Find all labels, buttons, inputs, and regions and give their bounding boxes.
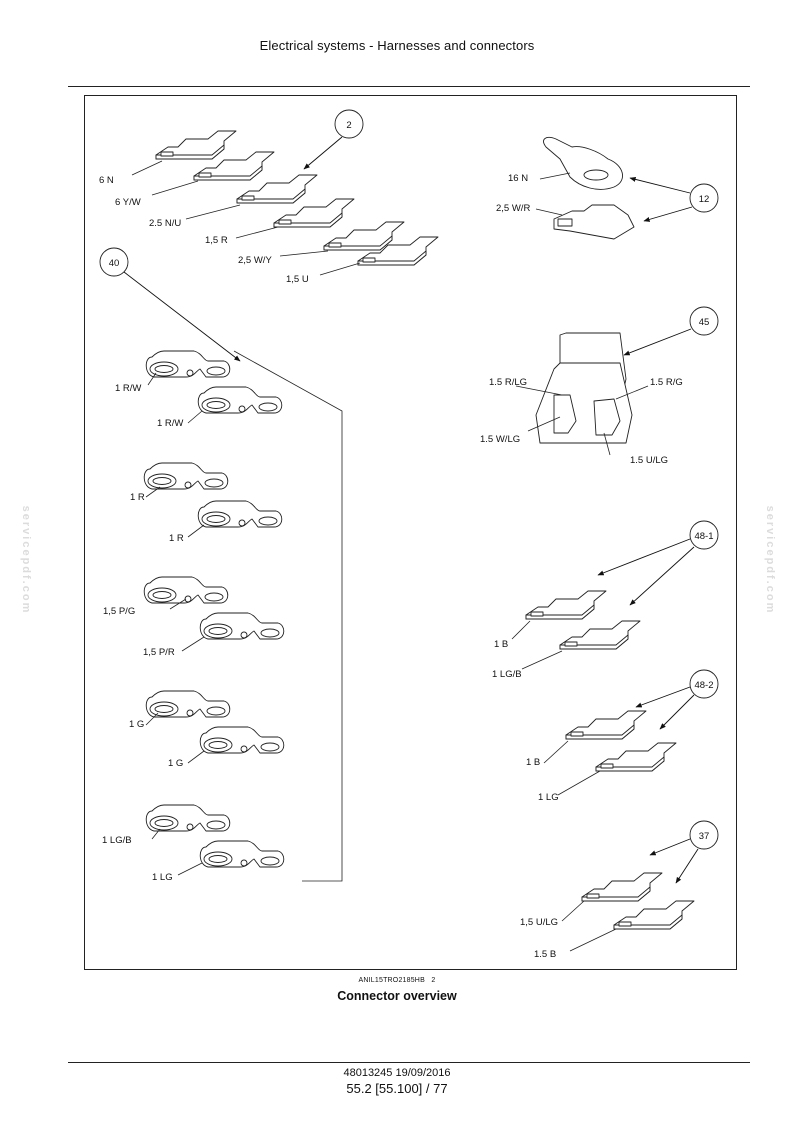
label-25wr: 2,5 W/R (496, 203, 530, 214)
callout-12-arrow-a (629, 176, 691, 194)
label-1g-b: 1 G (168, 758, 183, 769)
footer-rule (68, 1062, 750, 1063)
callout-48-1-circle (689, 520, 719, 550)
label-1r-a: 1 R (130, 492, 145, 503)
label-15rg: 1.5 R/G (650, 377, 683, 388)
group-45-connector (515, 332, 649, 456)
label-15ulg: 1.5 U/LG (630, 455, 668, 466)
callout-48-2-circle (689, 669, 719, 699)
page-header-title: Electrical systems - Harnesses and conne… (259, 38, 535, 53)
group-12-parts (535, 136, 635, 240)
callout-45: 45 (699, 317, 710, 328)
label-15pr: 1,5 P/R (143, 647, 175, 658)
callout-48-1-arrow-b (629, 546, 695, 606)
label-1g-a: 1 G (129, 719, 144, 730)
group-40-bullets (143, 350, 285, 876)
label-15rlg: 1.5 R/LG (489, 377, 527, 388)
label-1r-b: 1 R (169, 533, 184, 544)
group-48-1-blades (511, 590, 641, 670)
group-2-blades (131, 130, 439, 276)
callout-40: 40 (109, 258, 120, 269)
callout-48-2: 48-2 (694, 680, 713, 691)
label-15r: 1,5 R (205, 235, 228, 246)
figure-number: 2 (431, 977, 436, 984)
label-1lg-b: 1 LG (538, 792, 559, 803)
callout-2: 2 (346, 120, 351, 131)
callout-48-1-arrow-a (597, 538, 691, 576)
callout-37-arrow-b (675, 848, 699, 884)
label-1rw-b: 1 R/W (157, 418, 183, 429)
callout-37-arrow-a (649, 838, 691, 856)
label-25nu: 2.5 N/U (149, 218, 181, 229)
label-1lgb-b: 1 LG/B (492, 669, 522, 680)
label-15u: 1,5 U (286, 274, 309, 285)
label-1lgb: 1 LG/B (102, 835, 132, 846)
callout-40-arrow (123, 271, 241, 362)
label-25wy: 2,5 W/Y (238, 255, 272, 266)
callout-40-bracket (233, 350, 343, 882)
figure-code: ANIL15TRO2185HB 2 (0, 977, 794, 984)
callout-40-circle (99, 247, 129, 277)
callout-45-circle (689, 306, 719, 336)
header-rule (68, 86, 750, 87)
watermark-right: servicepdf.com (764, 505, 776, 615)
callout-48-2-arrow-b (659, 694, 695, 730)
callout-37: 37 (699, 831, 710, 842)
callout-48-2-arrow-a (635, 686, 691, 708)
callout-2-arrow (303, 136, 343, 170)
callout-12-circle (689, 183, 719, 213)
callout-2-circle (334, 109, 364, 139)
label-15b: 1.5 B (534, 949, 556, 960)
figure-caption: Connector overview (337, 989, 457, 1003)
watermark-left: servicepdf.com (20, 505, 32, 615)
label-1rw-a: 1 R/W (115, 383, 141, 394)
label-15wlg: 1.5 W/LG (480, 434, 520, 445)
callout-37-circle (689, 820, 719, 850)
label-15pg: 1,5 P/G (103, 606, 135, 617)
group-37-blades (561, 872, 695, 952)
callout-45-arrow (623, 328, 692, 356)
callout-12: 12 (699, 194, 710, 205)
label-1b-b: 1 B (526, 757, 540, 768)
callout-48-1: 48-1 (694, 531, 713, 542)
footer-document-id: 48013245 19/09/2016 (343, 1067, 451, 1079)
group-2-labels: 6 N 6 Y/W 2.5 N/U 1,5 R 2,5 W/Y 1,5 U (99, 175, 309, 285)
figure-code-id: ANIL15TRO2185HB (358, 977, 425, 984)
group-48-2-blades (543, 710, 677, 796)
label-1lg: 1 LG (152, 872, 173, 883)
connector-diagram: 6 N 6 Y/W 2.5 N/U 1,5 R 2,5 W/Y 1,5 U 2 … (99, 109, 719, 960)
label-6n: 6 N (99, 175, 114, 186)
label-1b-a: 1 B (494, 639, 508, 650)
figure-frame (84, 95, 737, 970)
callout-12-arrow-b (643, 206, 693, 222)
label-15ulg-b: 1,5 U/LG (520, 917, 558, 928)
footer-page-number: 55.2 [55.100] / 77 (346, 1081, 448, 1096)
label-6yw: 6 Y/W (115, 197, 141, 208)
label-16n: 16 N (508, 173, 528, 184)
